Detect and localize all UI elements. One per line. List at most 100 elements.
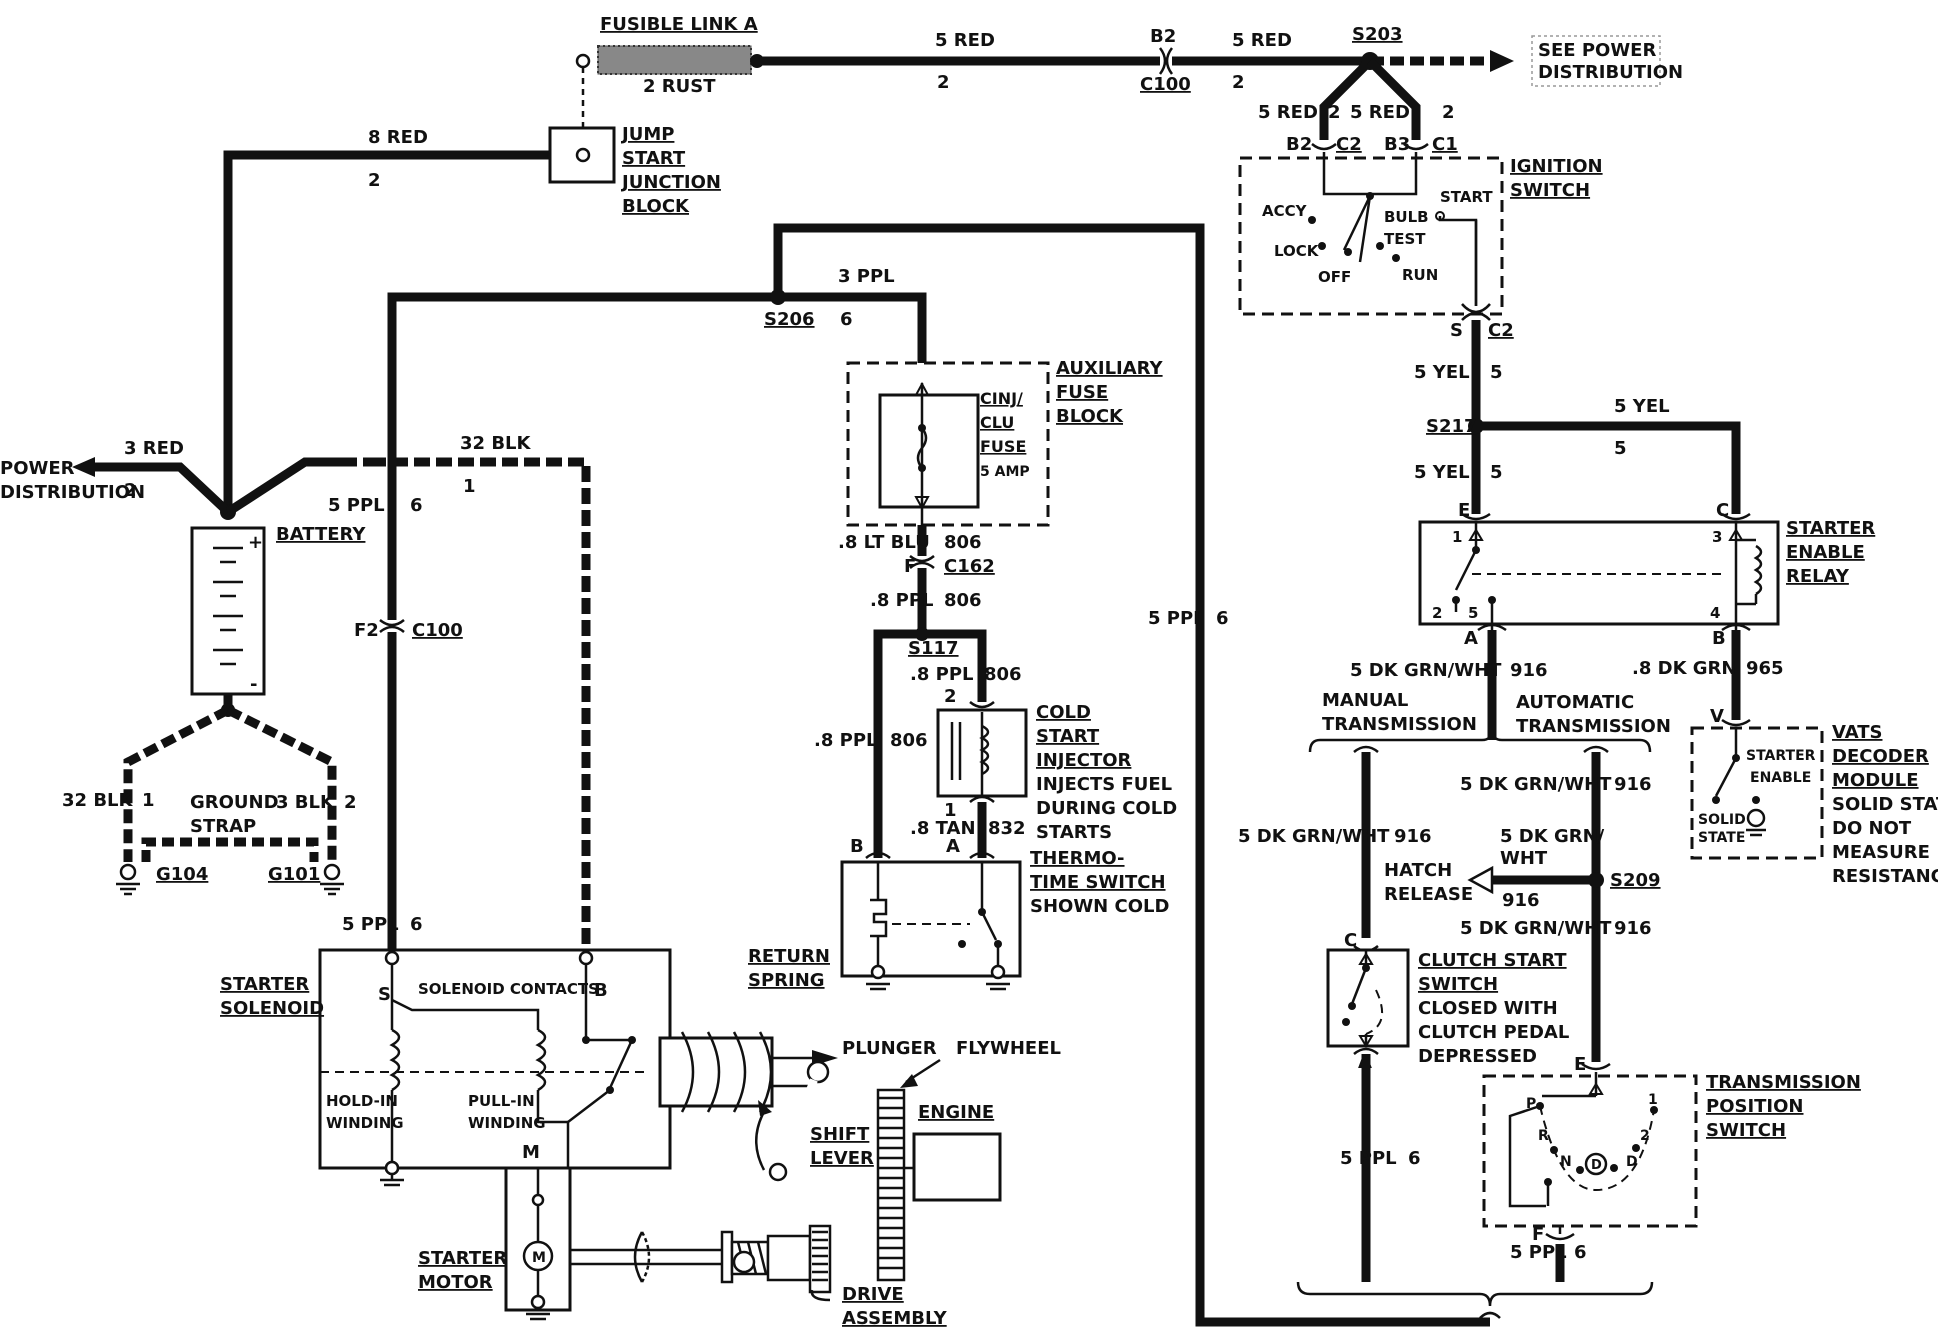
label-grn-hatch-2: WHT bbox=[1500, 848, 1548, 869]
label-trans-r: R bbox=[1538, 1128, 1549, 1144]
label-n916-h: 916 bbox=[1502, 890, 1540, 911]
label-trans-d: D bbox=[1626, 1154, 1638, 1170]
label-motor-m: M bbox=[532, 1250, 546, 1266]
label-six-bat: 6 bbox=[410, 495, 423, 516]
label-lever: LEVER bbox=[810, 1148, 874, 1169]
label-c162-f: F bbox=[904, 556, 916, 577]
label-csi-1: 1 bbox=[944, 800, 957, 821]
label-battery-plus: + bbox=[248, 532, 263, 553]
label-trans-1: 1 bbox=[1648, 1092, 1658, 1108]
label-n916-a: 916 bbox=[1510, 660, 1548, 681]
label-red5-top2: 5 RED bbox=[1232, 30, 1292, 51]
label-ign-s: S bbox=[1450, 320, 1463, 341]
label-injects: INJECTS FUEL bbox=[1036, 774, 1172, 795]
label-trans-p: P bbox=[1526, 1096, 1536, 1112]
label-n916-c: 916 bbox=[1394, 826, 1432, 847]
label-starter-motor-1: STARTER bbox=[418, 1248, 507, 1269]
label-trans-switch: SWITCH bbox=[1706, 1120, 1786, 1141]
label-flywheel: FLYWHEEL bbox=[956, 1038, 1061, 1059]
label-trans-f: F bbox=[1532, 1224, 1544, 1245]
label-starter-solenoid-2: SOLENOID bbox=[220, 998, 324, 1019]
label-g104: G104 bbox=[156, 864, 208, 885]
label-depressed: DEPRESSED bbox=[1418, 1046, 1537, 1067]
label-release: RELEASE bbox=[1384, 884, 1473, 905]
wire-s203-ignition bbox=[1319, 57, 1421, 140]
label-red5-top1: 5 RED bbox=[935, 30, 995, 51]
label-resistance: RESISTANCE bbox=[1832, 866, 1938, 887]
label-s206: S206 bbox=[764, 309, 815, 330]
label-n965: 965 bbox=[1746, 658, 1784, 679]
label-vats: VATS bbox=[1832, 722, 1882, 743]
label-fuse2: FUSE bbox=[980, 437, 1026, 456]
label-n806-c: 806 bbox=[984, 664, 1022, 685]
label-relay-1: 1 bbox=[1452, 528, 1462, 546]
label-relay-2: 2 bbox=[1432, 604, 1442, 622]
label-cold-start: START bbox=[1036, 726, 1100, 747]
flywheel bbox=[876, 1058, 941, 1282]
label-vats-solid: SOLID bbox=[1698, 812, 1746, 828]
label-ign-2-right: 2 bbox=[1442, 102, 1455, 123]
see-power-box bbox=[1531, 35, 1661, 87]
wire-32-blk bbox=[370, 457, 591, 950]
label-junction: JUNCTION bbox=[620, 172, 721, 193]
starter-solenoid bbox=[318, 948, 672, 1180]
battery-terminal-wires bbox=[72, 457, 370, 520]
label-ignition: IGNITION bbox=[1510, 156, 1603, 177]
label-thermo: THERMO- bbox=[1030, 848, 1125, 869]
label-fusible-link: FUSIBLE LINK A bbox=[600, 14, 758, 35]
starter-enable-relay bbox=[1418, 512, 1780, 630]
label-transmission-m: TRANSMISSION bbox=[1322, 714, 1477, 735]
label-distribution-right: DISTRIBUTION bbox=[1538, 62, 1683, 83]
label-csi-2: 2 bbox=[944, 686, 957, 707]
label-hatch: HATCH bbox=[1384, 860, 1452, 881]
label-injector: INJECTOR bbox=[1036, 750, 1132, 771]
label-clutch-switch: SWITCH bbox=[1418, 974, 1498, 995]
label-aux-block: BLOCK bbox=[1056, 406, 1124, 427]
label-drive: DRIVE bbox=[842, 1284, 904, 1305]
label-jump-start: START bbox=[622, 148, 686, 169]
wire-8-red bbox=[223, 150, 550, 510]
vats-decoder-module bbox=[1690, 726, 1824, 860]
label-manual: MANUAL bbox=[1322, 690, 1408, 711]
ground-strap-wires bbox=[123, 694, 337, 862]
label-clutch-start: CLUTCH START bbox=[1418, 950, 1567, 971]
label-accy: ACCY bbox=[1262, 202, 1308, 220]
label-relay-b: B bbox=[1712, 628, 1726, 649]
label-transmission-a: TRANSMISSION bbox=[1516, 716, 1671, 737]
label-amp: 5 AMP bbox=[980, 464, 1030, 480]
label-trans-n: N bbox=[1560, 1154, 1572, 1170]
label-during: DURING COLD bbox=[1036, 798, 1177, 819]
label-blk32-left: 32 BLK bbox=[62, 790, 134, 811]
label-ign-c1: C1 bbox=[1432, 134, 1458, 155]
label-one-32: 1 bbox=[463, 476, 476, 497]
wire-clutch-out bbox=[1353, 1047, 1379, 1282]
label-c100-top: C100 bbox=[1140, 74, 1191, 95]
label-six-s206: 6 bbox=[840, 309, 853, 330]
label-test: TEST bbox=[1384, 230, 1426, 248]
label-two-3blk: 2 bbox=[344, 792, 357, 813]
label-five-a: 5 bbox=[1490, 362, 1503, 383]
label-blk3: 3 BLK bbox=[276, 792, 335, 813]
label-s217: S217 bbox=[1426, 416, 1477, 437]
label-ign-b3: B3 bbox=[1384, 134, 1410, 155]
ground-g101-symbol bbox=[320, 863, 344, 896]
label-relay-4: 4 bbox=[1710, 604, 1720, 622]
label-grn-916-d: 5 DK GRN/WHT bbox=[1460, 918, 1612, 939]
label-bulb: BULB bbox=[1384, 208, 1429, 226]
label-cold: COLD bbox=[1036, 702, 1091, 723]
return-spring-plunger bbox=[658, 1031, 838, 1113]
label-distribution-left: DISTRIBUTION bbox=[0, 482, 145, 503]
label-grn-916-c: 5 DK GRN/WHT bbox=[1238, 826, 1390, 847]
label-ign-switch: SWITCH bbox=[1510, 180, 1590, 201]
label-starter-motor-2: MOTOR bbox=[418, 1272, 493, 1293]
label-n806-d: 806 bbox=[890, 730, 928, 751]
label-clutch-c: C bbox=[1344, 930, 1357, 951]
label-yel5-a: 5 YEL bbox=[1414, 362, 1470, 383]
label-off: OFF bbox=[1318, 268, 1351, 286]
label-six-sol: 6 bbox=[410, 914, 423, 935]
label-cinj: CINJ/ bbox=[980, 389, 1023, 408]
shift-lever bbox=[738, 1060, 830, 1266]
label-do-not: DO NOT bbox=[1832, 818, 1912, 839]
label-closed-with: CLOSED WITH bbox=[1418, 998, 1558, 1019]
